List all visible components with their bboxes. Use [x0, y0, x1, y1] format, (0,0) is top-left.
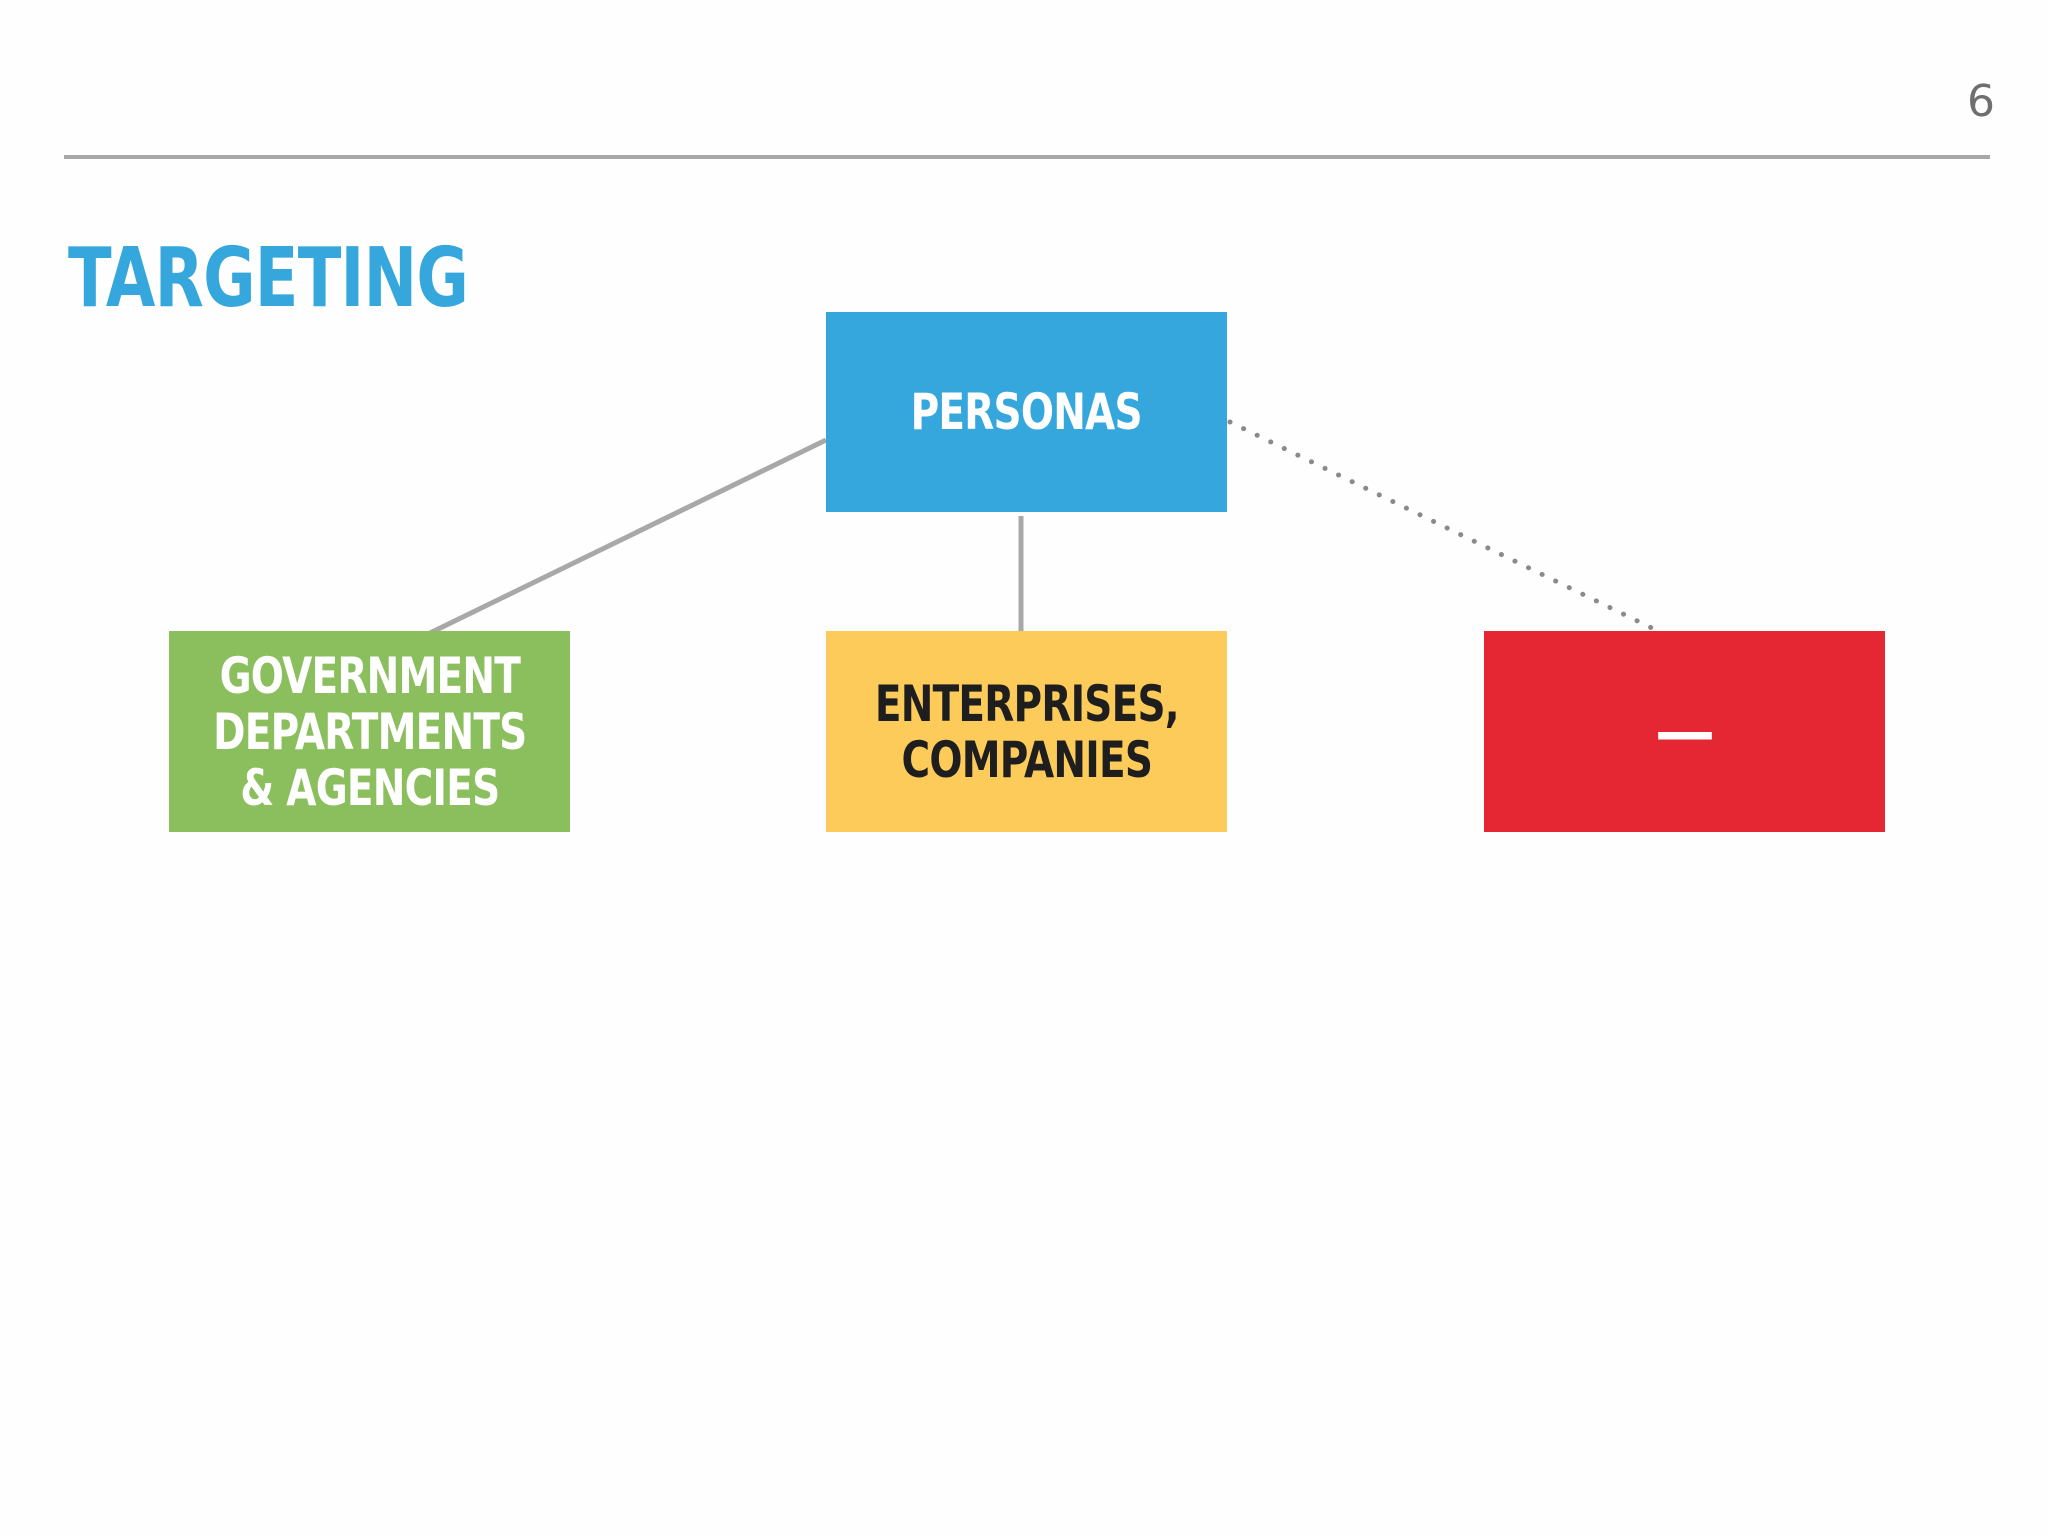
- slide-title: TARGETING: [68, 231, 469, 326]
- node-dash-label: —: [1655, 696, 1715, 767]
- page-number: 6: [1967, 76, 1996, 127]
- edge-personas-dash: [1227, 419, 1661, 634]
- header-divider: [64, 155, 1990, 159]
- node-dash: —: [1484, 631, 1885, 832]
- edge-personas-government: [428, 437, 828, 636]
- node-government-departments-agencies: GOVERNMENT DEPARTMENTS & AGENCIES: [169, 631, 570, 832]
- node-enterprises-label: ENTERPRISES, COMPANIES: [874, 674, 1180, 789]
- node-personas: PERSONAS: [826, 312, 1227, 512]
- node-enterprises-companies: ENTERPRISES, COMPANIES: [826, 631, 1227, 832]
- node-personas-label: PERSONAS: [910, 383, 1143, 441]
- node-government-label: GOVERNMENT DEPARTMENTS & AGENCIES: [212, 646, 527, 817]
